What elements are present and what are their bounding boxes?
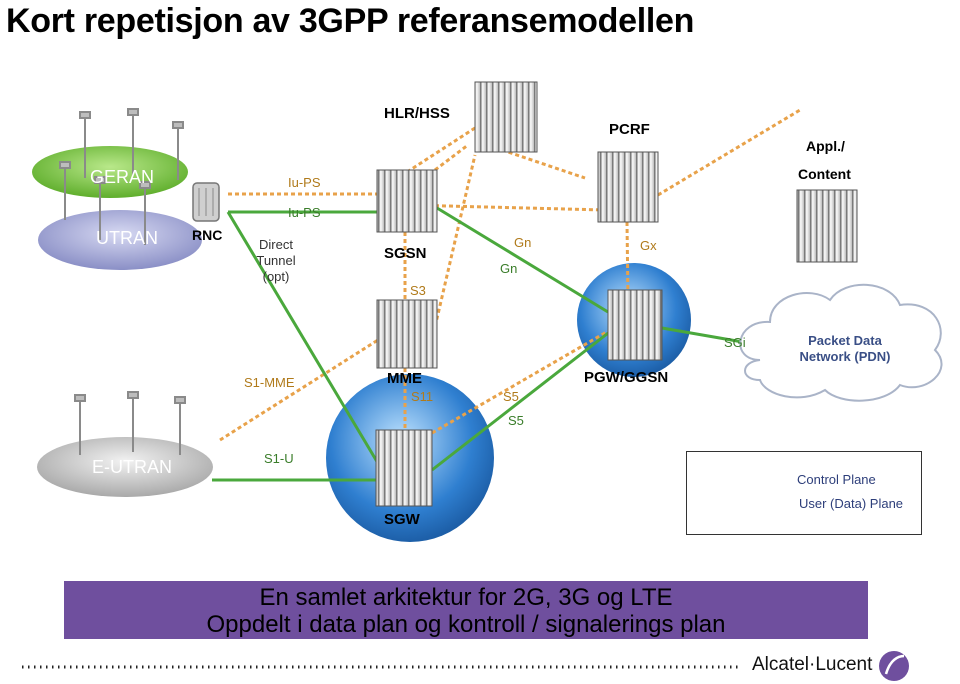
link-s1-mme <box>219 338 379 442</box>
antenna-icon <box>94 176 106 240</box>
mme-label: MME <box>387 370 422 387</box>
banner-line1: En samlet arkitektur for 2G, 3G og LTE <box>259 584 673 611</box>
page-title: Kort repetisjon av 3GPP referansemodelle… <box>6 2 695 40</box>
appl-rack-icon <box>796 189 858 263</box>
utran-label: UTRAN <box>96 228 158 248</box>
sgsn-rack-icon <box>376 169 438 233</box>
geran-label: GERAN <box>90 167 155 187</box>
gn-label-2: Gn <box>500 261 518 276</box>
s5-label-2: S5 <box>508 413 524 428</box>
pcrf-rack-icon <box>597 151 659 223</box>
summary-banner: En samlet arkitektur for 2G, 3G og LTE O… <box>64 581 868 639</box>
s3-label: S3 <box>410 283 426 298</box>
hlr-hss-label: HLR/HSS <box>384 105 450 122</box>
sgsn-label: SGSN <box>384 245 427 262</box>
pdn-label-line2: Network (PDN) <box>799 349 891 364</box>
radio-masts <box>59 108 186 455</box>
link-mme-hlr <box>430 154 477 341</box>
link-s5-control <box>419 328 611 442</box>
pdn-label: Packet Data Network (PDN) <box>770 333 920 365</box>
rnc-label: RNC <box>192 227 223 243</box>
legend-box: Control Plane User (Data) Plane <box>686 451 922 535</box>
s1-u-label: S1-U <box>264 451 294 466</box>
pgw-label: PGW/GGSN <box>584 369 669 386</box>
direct-tunnel-line2: Tunnel <box>256 253 296 268</box>
antenna-icon <box>74 394 86 455</box>
antenna-icon <box>127 108 139 175</box>
direct-tunnel-label: Direct Tunnel (opt) <box>250 237 302 285</box>
antenna-icon <box>127 391 139 452</box>
pdn-label-line1: Packet Data <box>808 333 882 348</box>
pgw-rack-icon <box>607 289 663 361</box>
user-plane-links <box>212 206 761 482</box>
link-direct-tunnel <box>226 211 384 471</box>
appl-label-line2: Content <box>798 166 851 182</box>
legend-control-label: Control Plane <box>797 472 876 487</box>
mme-rack-icon <box>376 299 438 369</box>
gn-label-1: Gn <box>514 235 532 250</box>
link-s5-user <box>431 328 613 472</box>
gx-label: Gx <box>640 238 657 253</box>
rnc-equipment-icon <box>192 182 220 222</box>
network-racks <box>375 81 858 507</box>
iu-ps-label-2: Iu-PS <box>288 205 321 220</box>
s11-label: S11 <box>411 389 434 404</box>
antenna-icon <box>59 161 71 220</box>
hlr-rack-icon <box>474 81 538 153</box>
legend-user-label: User (Data) Plane <box>799 496 904 511</box>
direct-tunnel-line1: Direct <box>259 237 293 252</box>
brand-wordmark: Alcatel·Lucent <box>752 654 873 675</box>
s5-label-1: S5 <box>503 389 519 404</box>
s1-mme-label: S1-MME <box>244 375 295 390</box>
alcatel-lucent-logo <box>879 651 909 681</box>
sgi-label: SGi <box>724 335 746 350</box>
antenna-icon <box>79 111 91 178</box>
sgw-label: SGW <box>384 511 420 528</box>
antenna-icon <box>174 396 186 455</box>
direct-tunnel-line3: (opt) <box>262 269 290 284</box>
link-gx <box>625 221 630 301</box>
control-plane-links <box>219 108 801 442</box>
banner-line2: Oppdelt i data plan og kontroll / signal… <box>206 611 726 638</box>
pdn-cloud-icon <box>739 283 943 402</box>
sgw-rack-icon <box>375 429 433 507</box>
link-gn <box>436 206 609 314</box>
appl-label-line1: Appl./ <box>806 138 845 154</box>
utran-ellipse <box>38 210 202 270</box>
eutran-label: E-UTRAN <box>92 457 172 477</box>
antenna-icon <box>139 181 151 245</box>
pcrf-label: PCRF <box>609 121 650 138</box>
iu-ps-label-1: Iu-PS <box>288 175 321 190</box>
antenna-icon <box>172 121 184 180</box>
